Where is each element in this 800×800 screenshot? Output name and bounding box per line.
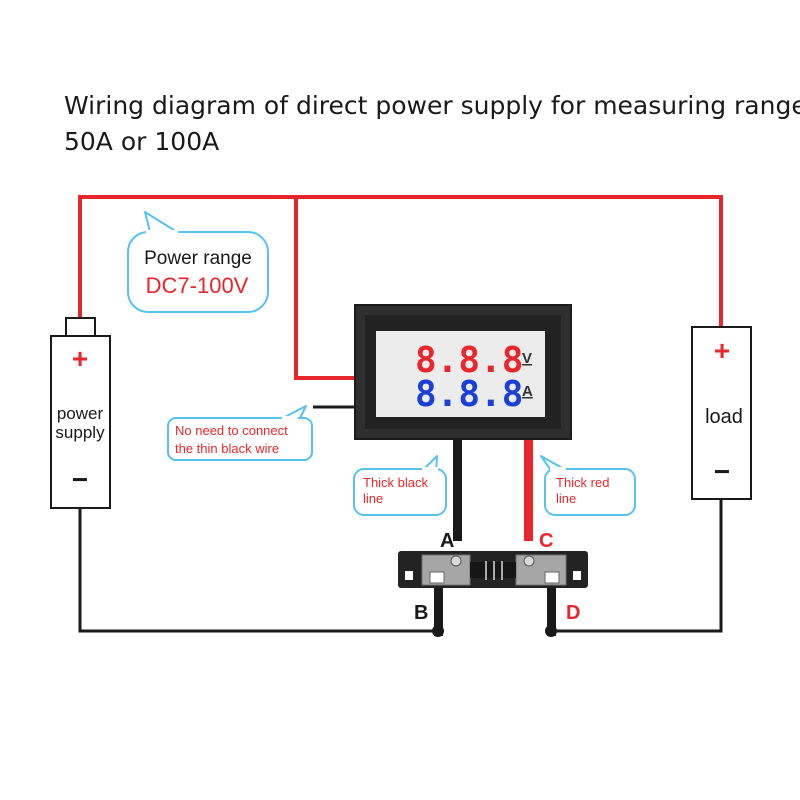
meter-display — [376, 331, 545, 417]
supply-label-line-2: supply — [55, 423, 105, 442]
power-supply: + power supply − — [50, 317, 111, 509]
thick-red-note-line-2: line — [556, 491, 576, 506]
thick-red-note-line-1: Thick red — [556, 475, 609, 490]
voltage-digits: 8.8.8 — [415, 340, 523, 381]
shunt-screw-c — [523, 555, 535, 567]
terminal-label-b: B — [414, 602, 428, 624]
top-positive-wire — [78, 195, 723, 328]
thick-black-callout: Thick black line — [353, 455, 447, 516]
load-plus-sign: + — [714, 335, 730, 366]
thin-wire-callout: No need to connect the thin black wire — [167, 405, 313, 461]
shunt-center — [470, 562, 516, 578]
meter: 8.8.8 8.8.8 V A — [354, 304, 572, 440]
title-line-1: Wiring diagram of direct power supply fo… — [64, 91, 800, 120]
meter-positive-wire — [294, 197, 358, 380]
shunt-lug-right — [544, 571, 560, 584]
thick-black-note-line-1: Thick black — [363, 475, 429, 490]
shunt — [398, 551, 588, 637]
supply-minus-sign: − — [72, 464, 88, 495]
thin-wire-note-line-1: No need to connect — [175, 423, 288, 438]
black-wires — [78, 405, 723, 633]
shunt-mount-hole-left — [405, 571, 413, 580]
shunt-block-left — [421, 554, 471, 586]
junction-d — [545, 625, 557, 637]
current-unit: A — [522, 383, 533, 400]
power-range-callout: Power range DC7-100V — [127, 211, 269, 313]
load-minus-sign: − — [714, 456, 730, 487]
load-negative-wire — [551, 498, 723, 633]
power-range-value: DC7-100V — [146, 273, 249, 298]
supply-negative-wire — [78, 506, 438, 633]
battery-body — [50, 335, 111, 509]
current-digits: 8.8.8 — [415, 374, 523, 415]
terminal-label-d: D — [566, 602, 580, 624]
shunt-screw-a — [450, 555, 462, 567]
shunt-post-d — [547, 588, 556, 636]
load-label: load — [705, 406, 743, 428]
shunt-lug-left — [429, 571, 445, 584]
thick-red-callout: Thick red line — [540, 455, 636, 516]
terminal-label-a: A — [440, 530, 454, 552]
shunt-resistor-stripes — [485, 561, 503, 580]
red-wires — [78, 195, 723, 380]
thick-black-note-line-2: line — [363, 491, 383, 506]
supply-plus-sign: + — [72, 343, 88, 374]
junction-b — [432, 625, 444, 637]
load-body — [691, 326, 752, 500]
voltage-unit: V — [522, 350, 532, 367]
title-line-2: 50A or 100A — [64, 127, 219, 156]
thin-wire-note-line-2: the thin black wire — [175, 441, 279, 456]
thick-red-wire — [524, 437, 533, 541]
load: + load − — [691, 326, 752, 500]
power-range-label: Power range — [144, 248, 252, 269]
shunt-post-b — [434, 588, 443, 636]
shunt-mount-hole-right — [573, 571, 581, 580]
supply-label-line-1: power — [57, 404, 104, 423]
thick-black-wire — [453, 437, 462, 541]
terminal-label-c: C — [539, 530, 553, 552]
